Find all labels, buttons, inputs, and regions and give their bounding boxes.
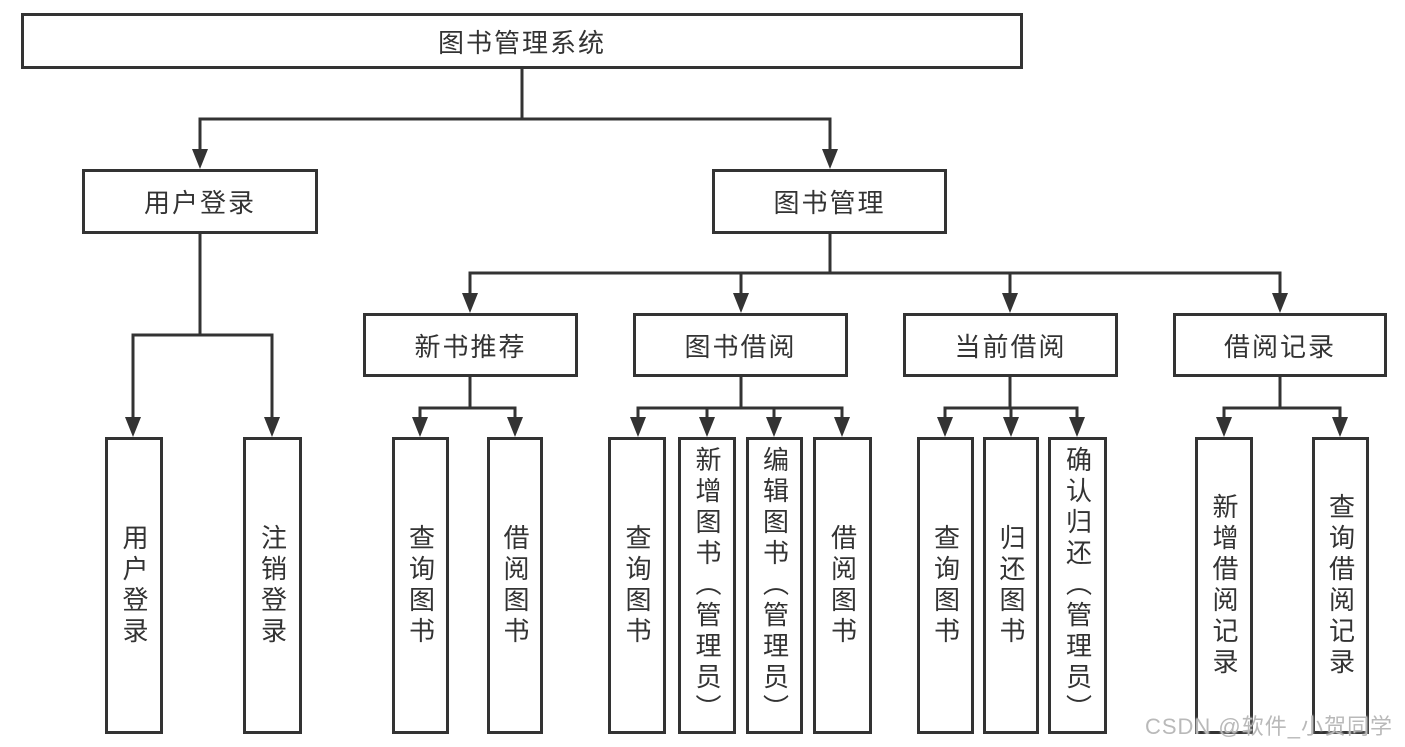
node-borrowing-records: 借阅记录	[1173, 313, 1387, 377]
node-book-management: 图书管理	[712, 169, 947, 234]
node-label: 确认归还（管理员）	[1062, 446, 1093, 725]
arrowhead	[1003, 417, 1019, 437]
leaf-confirm-return-admin: 确认归还（管理员）	[1048, 437, 1107, 734]
arrowhead	[264, 417, 280, 437]
arrowhead	[699, 417, 715, 437]
arrowhead	[937, 417, 953, 437]
leaf-user-login: 用户登录	[105, 437, 163, 734]
node-label: 用户登录	[119, 523, 149, 648]
arrowhead	[1272, 293, 1288, 313]
arrowhead	[1002, 293, 1018, 313]
node-label: 用户登录	[143, 188, 256, 218]
arrowhead	[733, 293, 749, 313]
node-label: 归还图书	[996, 523, 1026, 648]
node-label: 查询借阅记录	[1325, 492, 1356, 679]
arrowhead	[1069, 417, 1085, 437]
arrowhead	[822, 149, 838, 169]
arrowhead	[412, 417, 428, 437]
leaf-borrow-books-2: 借阅图书	[813, 437, 872, 734]
leaf-edit-books-admin: 编辑图书（管理员）	[746, 437, 803, 734]
arrowhead	[1216, 417, 1232, 437]
node-label: 图书管理	[773, 188, 886, 218]
edge-level3-branch	[468, 271, 1282, 296]
arrowhead	[630, 417, 646, 437]
leaf-query-books-2: 查询图书	[608, 437, 666, 734]
node-current-borrowing: 当前借阅	[903, 313, 1118, 377]
node-user-login: 用户登录	[82, 169, 318, 234]
node-label: 编辑图书（管理员）	[759, 446, 790, 725]
arrowhead	[192, 149, 208, 169]
node-label: 查询图书	[405, 523, 436, 648]
leaf-add-borrow-record: 新增借阅记录	[1195, 437, 1253, 734]
node-label: 借阅图书	[500, 523, 530, 648]
node-new-book-recommendation: 新书推荐	[363, 313, 578, 377]
leaf-return-books: 归还图书	[983, 437, 1039, 734]
node-label: 当前借阅	[954, 331, 1067, 362]
arrowhead	[1332, 417, 1348, 437]
arrowhead	[766, 417, 782, 437]
csdn-watermark: CSDN @软件_小贺同学	[1144, 714, 1393, 739]
node-library-management-system: 图书管理系统	[21, 13, 1023, 69]
edge-newbook-branch	[418, 406, 517, 420]
node-label: 图书管理系统	[437, 27, 606, 58]
leaf-add-books-admin: 新增图书（管理员）	[678, 437, 736, 734]
arrowhead	[507, 417, 523, 437]
arrowhead	[125, 417, 141, 437]
edge-borrow-branch	[636, 406, 844, 420]
node-label: 借阅图书	[827, 523, 858, 648]
leaf-query-books-3: 查询图书	[917, 437, 974, 734]
node-label: 新增图书（管理员）	[692, 446, 722, 725]
leaf-query-borrow-record: 查询借阅记录	[1312, 437, 1369, 734]
edge-level2-branch	[198, 117, 832, 152]
leaf-borrow-books-1: 借阅图书	[487, 437, 543, 734]
node-label: 新书推荐	[414, 331, 527, 362]
arrowhead	[834, 417, 850, 437]
node-label: 注销登录	[257, 523, 288, 648]
arrowhead	[462, 293, 478, 313]
edge-userlogin-branch	[131, 333, 274, 420]
node-label: 查询图书	[930, 523, 961, 648]
node-label: 查询图书	[622, 523, 652, 648]
leaf-logout: 注销登录	[243, 437, 302, 734]
node-label: 新增借阅记录	[1209, 492, 1239, 679]
leaf-query-books-1: 查询图书	[392, 437, 449, 734]
node-label: 图书借阅	[684, 331, 797, 362]
node-label: 借阅记录	[1223, 331, 1336, 362]
edge-records-branch	[1222, 406, 1342, 420]
node-book-borrowing: 图书借阅	[633, 313, 848, 377]
